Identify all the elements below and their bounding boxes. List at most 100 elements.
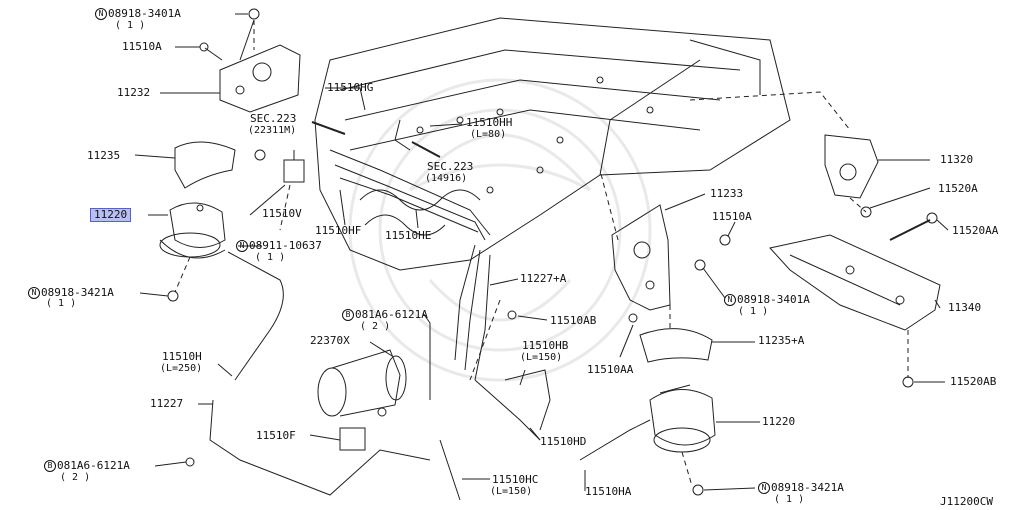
canister-22370X xyxy=(317,349,407,417)
label-11510HD: 11510HD xyxy=(540,435,587,448)
bracket-11232 xyxy=(199,8,301,113)
hose-11510HC xyxy=(439,439,461,501)
hose-11510HB xyxy=(504,369,551,431)
heat-shield-11235 xyxy=(174,141,236,189)
label-11233: 11233 xyxy=(710,187,744,200)
label-11510HA: 11510HA xyxy=(585,485,632,498)
qty-08918-3401A-top: ( 1 ) xyxy=(115,20,146,31)
valve-11510F xyxy=(339,427,366,451)
qty-08918-3421A-right: ( 1 ) xyxy=(774,494,805,505)
mount-11320 xyxy=(824,134,879,199)
label-11510HH: 11510HH xyxy=(466,116,513,129)
label-11227A: 11227+A xyxy=(520,272,567,285)
bolt-11510A-right xyxy=(719,234,731,246)
heat-shield-11235A xyxy=(639,328,713,363)
label-11520A: 11520A xyxy=(938,182,978,195)
label-11235A: 11235+A xyxy=(758,334,805,347)
part-code: 08911-10637 xyxy=(249,239,322,252)
qty-sec223-22311M: (22311M) xyxy=(248,125,297,136)
qty-08911-10637: ( 1 ) xyxy=(255,252,286,263)
bolt-081A6-left xyxy=(185,457,195,467)
part-code: 08918-3421A xyxy=(771,481,844,494)
qty-11510H: (L=250) xyxy=(160,363,203,374)
label-11520AA: 11520AA xyxy=(952,224,999,237)
nut-left xyxy=(167,290,179,302)
part-code: 081A6-6121A xyxy=(57,459,130,472)
label-sec223-22311M: SEC.223 xyxy=(250,112,297,125)
nut-08918-3401A-right xyxy=(694,259,706,271)
label-11510F: 11510F xyxy=(256,429,296,442)
label-11510A-top: 11510A xyxy=(122,40,162,53)
label-11232: 11232 xyxy=(117,86,151,99)
qty-081A6-6121A-mid: ( 2 ) xyxy=(360,321,391,332)
label-11320: 11320 xyxy=(940,153,974,166)
qty-08918-3421A-left: ( 1 ) xyxy=(46,298,77,309)
label-11510HB: 11510HB xyxy=(522,339,569,352)
bracket-11233 xyxy=(611,204,671,311)
qty-08918-3401A-right: ( 1 ) xyxy=(738,306,769,317)
bolt-11510AB xyxy=(507,310,517,320)
label-11220-highlighted[interactable]: 11220 xyxy=(90,208,132,222)
label-11510H: 11510H xyxy=(162,350,202,363)
ring-symbol: N xyxy=(236,240,248,252)
label-11510AB: 11510AB xyxy=(550,314,597,327)
part-code: 08918-3421A xyxy=(41,286,114,299)
qty-081A6-6121A-left: ( 2 ) xyxy=(60,472,91,483)
label-11510AA: 11510AA xyxy=(587,363,634,376)
label-11227: 11227 xyxy=(150,397,184,410)
bolt-11520A xyxy=(860,206,872,218)
part-code: 08918-3401A xyxy=(737,293,810,306)
label-11220-right: 11220 xyxy=(762,415,796,428)
ring-symbol: N xyxy=(724,294,736,306)
label-sec223-14916: SEC.223 xyxy=(427,160,474,173)
arrow-22311M xyxy=(311,121,346,135)
label-11510HE: 11510HE xyxy=(385,229,432,242)
guide-lines xyxy=(174,20,909,487)
bolt-11510AA xyxy=(628,313,638,323)
qty-11510HB: (L=150) xyxy=(520,352,563,363)
ring-symbol: N xyxy=(28,287,40,299)
ring-symbol: N xyxy=(95,8,107,20)
label-11510A-right: 11510A xyxy=(712,210,752,223)
engine-mount-11220-left xyxy=(159,202,226,259)
label-11510V: 11510V xyxy=(262,207,302,220)
label-11235: 11235 xyxy=(87,149,121,162)
ring-symbol: N xyxy=(758,482,770,494)
hose-11510H xyxy=(227,251,284,381)
diagram-code: J11200CW xyxy=(940,495,993,508)
bracket-11227 xyxy=(209,399,431,496)
part-code: 081A6-6121A xyxy=(355,308,428,321)
label-22370X: 22370X xyxy=(310,334,350,347)
bolt-11520AA xyxy=(889,219,931,241)
label-11510HF: 11510HF xyxy=(315,224,362,237)
qty-11510HC: (L=150) xyxy=(490,486,533,497)
engine-block xyxy=(314,17,791,271)
solenoid-11510V xyxy=(254,149,305,183)
hose-11510HD xyxy=(474,379,541,441)
vacuum-lines xyxy=(329,119,491,381)
crossmember-11340 xyxy=(769,234,941,331)
label-11510HC: 11510HC xyxy=(492,473,539,486)
part-code: 08918-3401A xyxy=(108,7,181,20)
hose-11510HA xyxy=(579,419,651,461)
nut-08918-3421A-right xyxy=(692,484,704,496)
bolt-11520AB xyxy=(902,376,914,388)
label-11510HG: 11510HG xyxy=(327,81,374,94)
leader-lines xyxy=(134,13,949,491)
engine-mount-11220-right xyxy=(649,384,716,453)
label-11520AB: 11520AB xyxy=(950,375,997,388)
qty-11510HH: (L=80) xyxy=(470,129,507,140)
arrow-14916 xyxy=(411,141,441,158)
ring-symbol: B xyxy=(342,309,354,321)
qty-sec223-14916: (14916) xyxy=(425,173,468,184)
ring-symbol: B xyxy=(44,460,56,472)
